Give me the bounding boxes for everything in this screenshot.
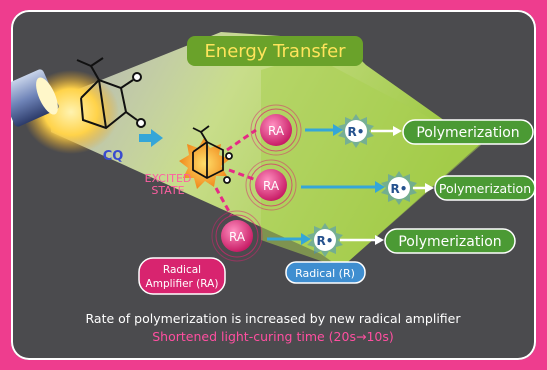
radical-node: R•: [381, 171, 417, 205]
radical-amplifier-node: RA: [250, 104, 302, 156]
radical-node: R•: [307, 223, 343, 257]
radical-pill-label: Radical (R): [295, 267, 355, 280]
title-banner: [187, 36, 363, 66]
polymerization-badge: Polymerization: [384, 228, 516, 254]
flashlight-icon: [11, 69, 119, 154]
diagram-panel: Energy Transfer CQ EXCITED STATE: [11, 10, 536, 360]
radical-pill: Radical (R): [285, 261, 366, 284]
radical-amplifier-pill: Radical Amplifier (RA): [138, 257, 226, 295]
polymerization-label: Polymerization: [398, 234, 501, 250]
radical-amplifier-node: RA: [211, 210, 263, 262]
radical-node-label: R•: [348, 125, 365, 139]
ra-node-label: RA: [229, 230, 246, 244]
radical-to-polymer-arrows: [340, 126, 434, 245]
ra-node-label: RA: [268, 124, 285, 138]
radical-node-label: R•: [317, 234, 334, 248]
excited-label-line2: STATE: [151, 184, 184, 197]
camphorquinone-molecule-icon: [76, 57, 146, 130]
energy-transfer-arrow-head: [261, 55, 481, 268]
molecule-label: CQ: [103, 149, 124, 164]
polymerization-label: Polymerization: [439, 181, 531, 196]
polymerization-badge: Polymerization: [434, 175, 536, 201]
caption-line2: Shortened light-curing time (20s→10s): [152, 329, 394, 344]
ra-to-radical-arrows: [267, 124, 385, 245]
excited-label-line1: EXCITED: [145, 172, 192, 185]
excited-molecule-icon: [192, 125, 233, 184]
radical-node-label: R•: [391, 182, 408, 196]
ra-node-label: RA: [263, 179, 280, 193]
starburst-icon: [179, 138, 230, 189]
polymerization-label: Polymerization: [416, 125, 519, 141]
transfer-arrow-small: [139, 129, 163, 147]
amplifier-pill-line2: Amplifier (RA): [146, 278, 219, 290]
caption-line1: Rate of polymerization is increased by n…: [86, 311, 462, 326]
amplifier-pill-line1: Radical: [163, 264, 201, 276]
radical-node: R•: [338, 114, 374, 148]
polymerization-badge: Polymerization: [402, 119, 534, 145]
radical-amplifier-node: RA: [245, 159, 297, 211]
diagram-title: Energy Transfer: [204, 41, 346, 62]
energy-transfer-diagram: Energy Transfer CQ EXCITED STATE: [11, 32, 536, 344]
